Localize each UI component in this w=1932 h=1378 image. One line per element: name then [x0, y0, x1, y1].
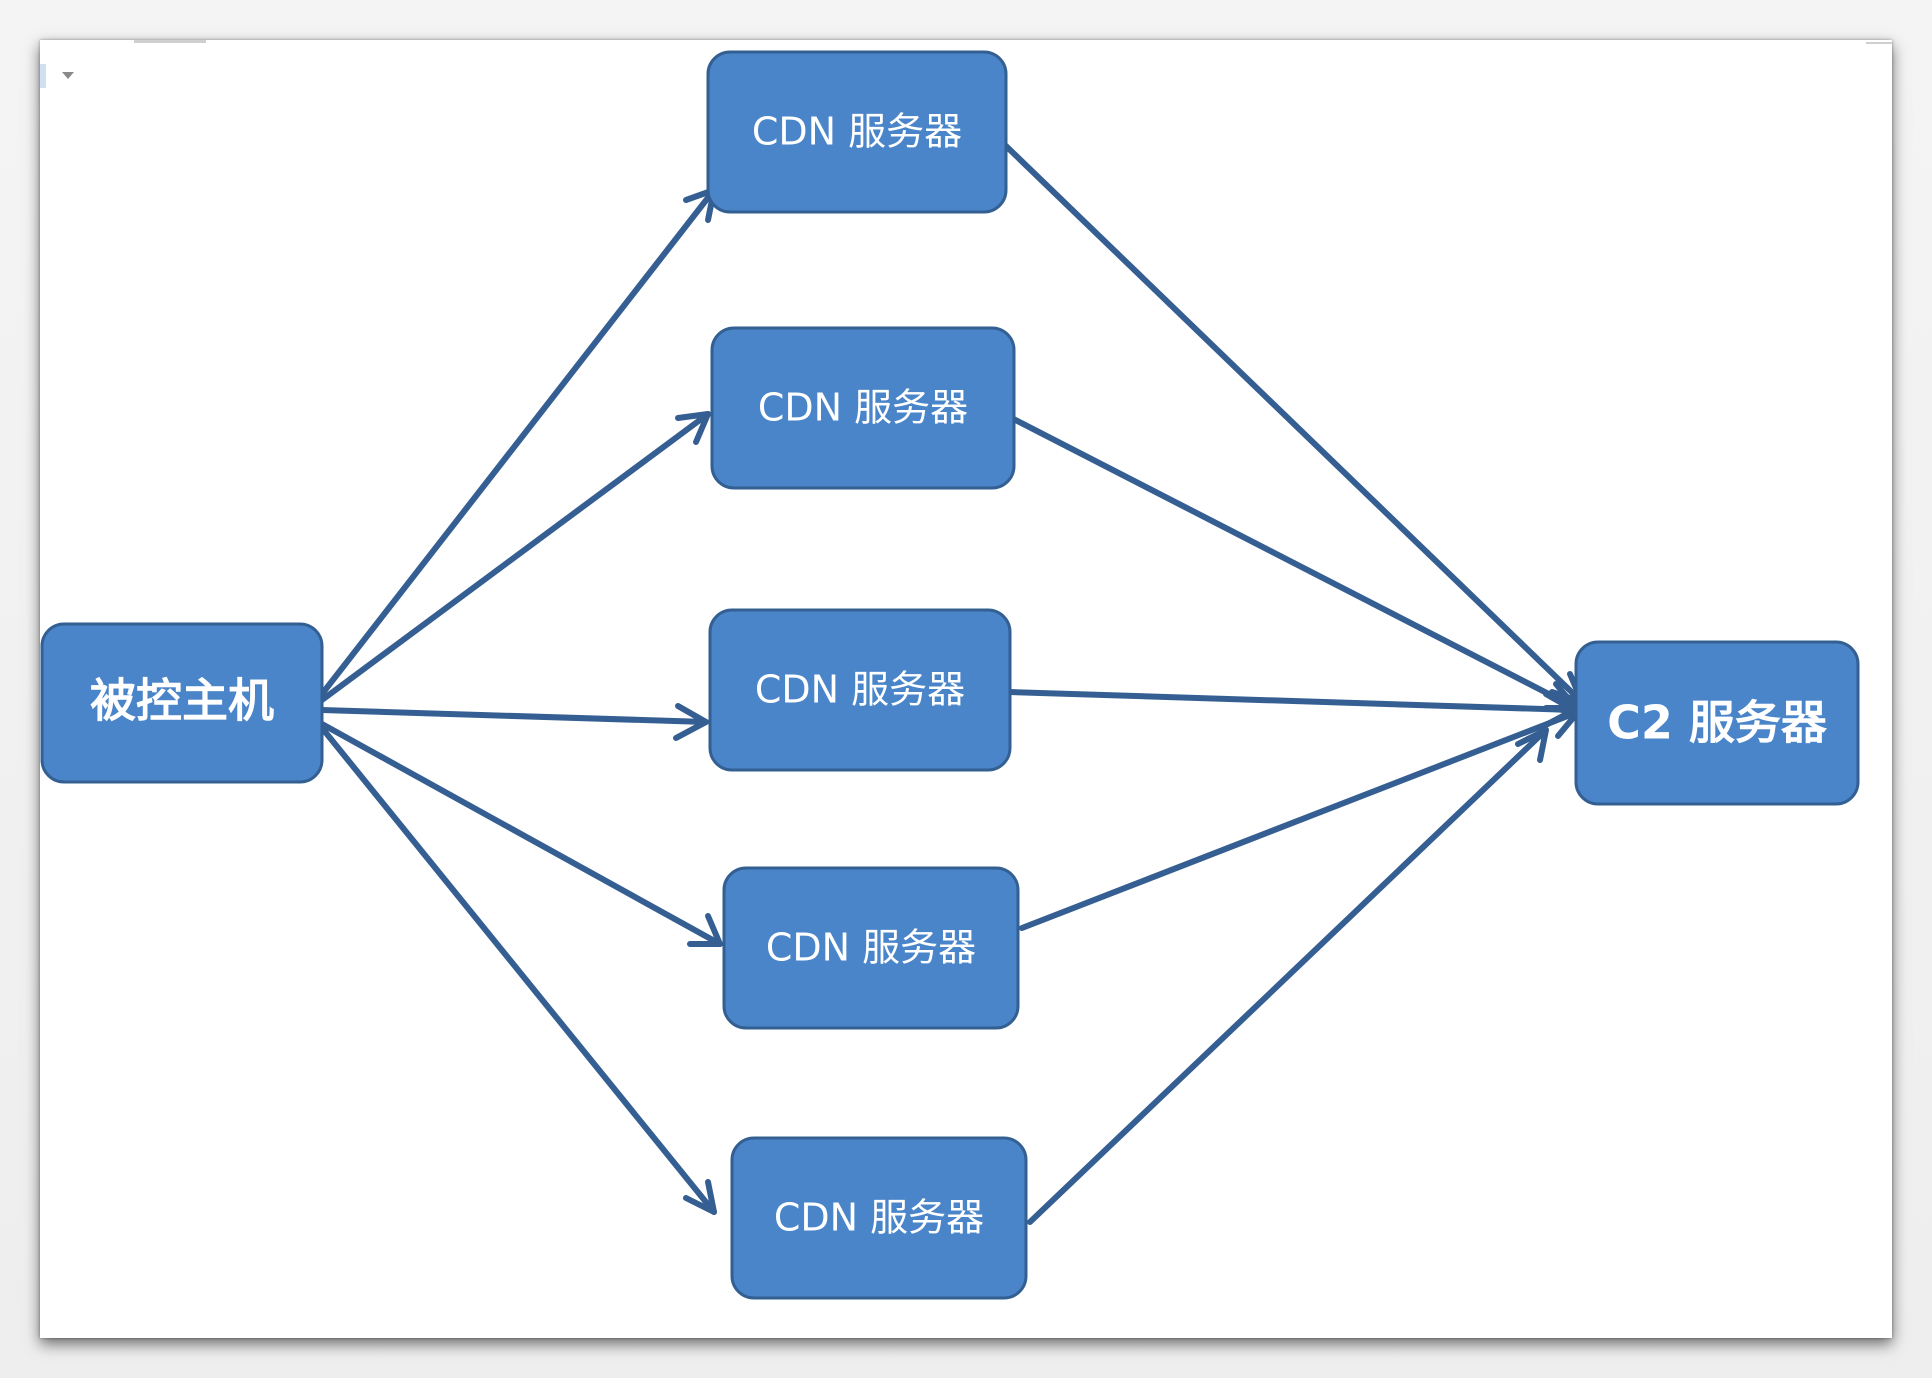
cdn-label: CDN 服务器 — [766, 926, 976, 970]
edge-cdn-5-c2 — [1027, 727, 1549, 1225]
cdn-label: CDN 服务器 — [752, 110, 962, 154]
c2-label: C2 服务器 — [1607, 696, 1828, 750]
cdn-box — [722, 866, 1020, 1030]
arrowhead-icon — [675, 411, 711, 445]
edge-host-cdn-4 — [319, 721, 723, 947]
c2-node[interactable]: C2 服务器 — [1574, 640, 1860, 806]
cdn-node-4[interactable]: CDN 服务器 — [722, 866, 1020, 1030]
edges — [319, 143, 1585, 1225]
cdn-box — [710, 326, 1016, 490]
cdn-node-5[interactable]: CDN 服务器 — [730, 1136, 1028, 1300]
c2-box — [1574, 640, 1860, 806]
top-right-edge-tab — [1866, 42, 1892, 44]
edge-host-cdn-3 — [319, 707, 709, 725]
cdn-box — [706, 50, 1008, 214]
edge-host-cdn-1 — [319, 187, 717, 697]
cdn-node-3[interactable]: CDN 服务器 — [708, 608, 1012, 772]
caret-down-icon — [62, 72, 74, 79]
edge-host-cdn-5 — [319, 725, 717, 1215]
cdn-node-1[interactable]: CDN 服务器 — [706, 50, 1008, 214]
host-node[interactable]: 被控主机 — [40, 622, 324, 784]
edge-cdn-4-c2 — [1019, 709, 1581, 931]
left-edge-marker — [40, 64, 46, 88]
arrowhead-icon — [673, 703, 709, 741]
cdn-box — [708, 608, 1012, 772]
edge-cdn-2-c2 — [997, 409, 1579, 711]
edge-host-cdn-2 — [319, 411, 711, 703]
edge-cdn-1-c2 — [1003, 143, 1585, 705]
host-box — [40, 622, 324, 784]
cdn-label: CDN 服务器 — [758, 386, 968, 430]
top-edge-tab — [134, 40, 206, 43]
arrowhead-icon — [687, 913, 723, 947]
arrowhead-icon — [1515, 727, 1549, 763]
cdn-box — [730, 1136, 1028, 1300]
host-label: 被控主机 — [90, 674, 274, 728]
cdn-label: CDN 服务器 — [774, 1196, 984, 1240]
edge-cdn-3-c2 — [1007, 689, 1577, 713]
arrowhead-icon — [683, 1179, 717, 1215]
cdn-label: CDN 服务器 — [755, 668, 965, 712]
cdn-node-2[interactable]: CDN 服务器 — [710, 326, 1016, 490]
